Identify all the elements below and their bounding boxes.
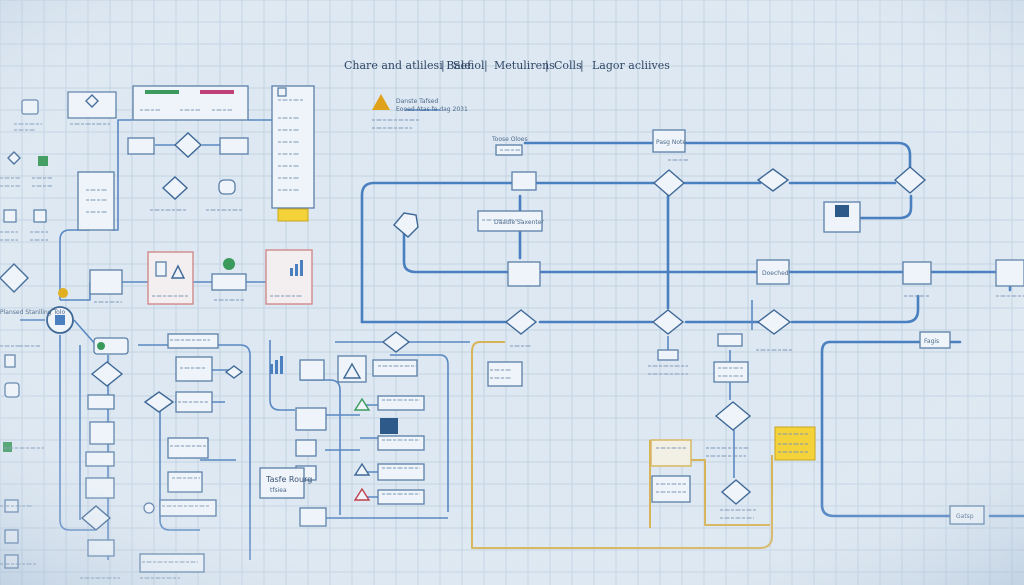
decision-diamond[interactable] [161, 176, 189, 200]
process-box[interactable] [299, 359, 325, 381]
process-box[interactable] [377, 463, 425, 481]
middle-flowchart: Tasfe Rourg tfsiea [259, 331, 425, 527]
list-panel[interactable] [77, 171, 115, 231]
process-box[interactable] [167, 471, 203, 493]
grid-icon [33, 209, 47, 223]
header-sep-2: | [484, 59, 488, 73]
status-dot [223, 258, 235, 270]
header-sep-4: | [580, 59, 584, 73]
sticky-note [277, 208, 309, 222]
monitor-icon [21, 99, 39, 115]
process-box[interactable] [511, 171, 537, 191]
top-right-block-label: Toose Oloes [491, 136, 528, 143]
bar-chart-icon [270, 356, 283, 374]
process-box[interactable] [295, 439, 317, 457]
process-box[interactable] [89, 269, 123, 295]
bottom-left-box-label: Tasfe Rourg [265, 475, 312, 484]
process-box[interactable] [299, 507, 327, 527]
process-box[interactable] [85, 451, 115, 467]
header-sep-1: | [441, 59, 445, 73]
user-icon[interactable] [902, 261, 932, 285]
far-right-box-label: Fagis [924, 338, 939, 345]
shield-icon[interactable] [393, 212, 419, 238]
left-side-label: Plansed Stanlling Tolo [0, 309, 65, 316]
decision-diamond[interactable] [173, 132, 203, 158]
process-box[interactable] [487, 361, 523, 387]
header-part-2: Sefiol [453, 59, 485, 72]
bottom-left-box-sub: tfsiea [270, 487, 287, 494]
header-part-4: Colls [554, 59, 582, 72]
process-box[interactable] [295, 407, 327, 431]
decision-diamond[interactable] [714, 401, 752, 431]
bottom-right-label: Gatsp [956, 513, 974, 520]
process-box[interactable] [211, 273, 247, 291]
header-sep-3: | [545, 59, 549, 73]
diagram-header: Chare and atlilesi Bale | Sefiol | Metul… [344, 59, 670, 73]
warning-icon [353, 487, 371, 501]
process-box[interactable] [219, 137, 249, 155]
decision-diamond[interactable] [80, 505, 112, 531]
warning-note-sub: Eooed Atas fe dag 2031 [396, 106, 468, 113]
top-right-node-label: Pasg Note [656, 139, 686, 146]
process-box[interactable] [377, 395, 425, 411]
mobile-icon [4, 354, 16, 368]
document-icon [4, 554, 19, 569]
process-box[interactable] [159, 499, 217, 517]
warning-note-title: Danste Tafsed [396, 98, 438, 105]
top-left-boxes [67, 85, 315, 231]
process-box[interactable] [175, 356, 213, 382]
process-box[interactable] [127, 137, 155, 155]
process-box[interactable] [713, 361, 749, 383]
process-box[interactable] [651, 475, 691, 503]
right-upper-nodes: Toose Oloes Pasg Note Daadie Saxenter Do… [393, 129, 1024, 349]
user-icon[interactable] [995, 259, 1024, 287]
process-box[interactable] [87, 394, 115, 410]
status-dot [58, 288, 68, 298]
document-icon [3, 209, 17, 223]
decision-diamond[interactable] [652, 169, 686, 197]
decision-diamond[interactable] [90, 361, 124, 387]
decision-diamond[interactable] [381, 331, 411, 353]
process-box[interactable] [85, 477, 115, 499]
header-part-5: Lagor acliives [592, 59, 670, 72]
mobile-icon [4, 382, 20, 398]
left-icon-column: Plansed Stanlling Tolo [0, 99, 74, 569]
document-icon [155, 261, 167, 277]
grid-icon[interactable] [507, 261, 541, 287]
process-box[interactable] [218, 179, 236, 195]
process-box[interactable] [377, 435, 425, 451]
process-box[interactable] [650, 439, 692, 467]
document-icon [4, 529, 19, 544]
decision-diamond-left [0, 263, 29, 293]
warning-icon [353, 462, 371, 476]
warning-icon [372, 94, 390, 110]
decision-diamond[interactable] [756, 168, 790, 192]
process-box[interactable] [372, 359, 418, 377]
process-box[interactable] [87, 539, 115, 557]
process-box[interactable] [89, 421, 115, 445]
process-box[interactable] [657, 349, 679, 361]
user-icon [3, 442, 12, 452]
process-box[interactable] [139, 553, 205, 573]
right-box-label: Doeched [762, 270, 789, 277]
document-icon [380, 418, 398, 434]
process-box[interactable] [167, 437, 209, 459]
decision-diamond[interactable] [143, 391, 175, 413]
right-lower-nodes: Gatsp [487, 333, 985, 525]
header-part-1: Chare and atlilesi Bale [344, 59, 471, 72]
user-icon [38, 156, 48, 166]
decision-diamond[interactable] [893, 166, 927, 194]
process-box[interactable] [717, 333, 743, 347]
process-box[interactable] [377, 489, 425, 505]
process-box[interactable] [167, 333, 219, 349]
